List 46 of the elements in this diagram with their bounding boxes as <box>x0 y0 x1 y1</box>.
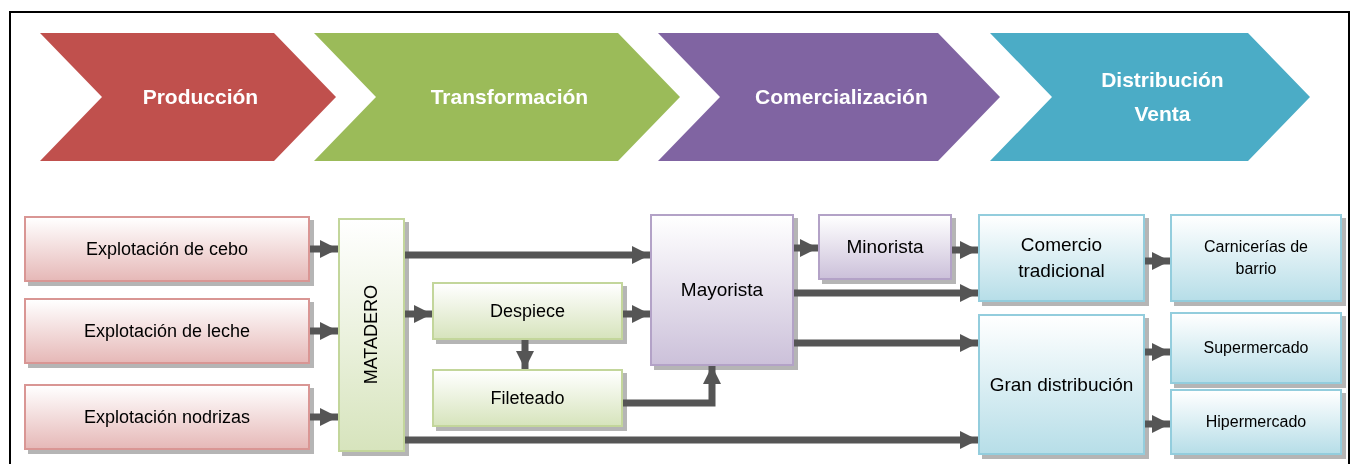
process-box <box>24 384 310 450</box>
arrow <box>794 238 818 258</box>
box-label: Gran distribución <box>988 372 1135 397</box>
box-label: Explotación de leche <box>82 319 252 343</box>
arrow <box>405 430 978 450</box>
process-box <box>24 216 310 282</box>
box-label: Explotación de cebo <box>84 237 250 261</box>
box-label: Fileteado <box>489 386 566 410</box>
box-label: Comercio tradicional <box>1017 233 1106 283</box>
arrow <box>310 321 338 341</box>
process-box <box>978 314 1145 455</box>
process-box <box>1170 312 1342 384</box>
process-box <box>338 218 405 452</box>
arrow <box>623 304 650 324</box>
box-label: Hipermercado <box>1204 412 1308 433</box>
process-box <box>432 369 623 427</box>
arrow <box>1145 342 1170 362</box>
process-box <box>24 298 310 364</box>
arrow <box>405 304 432 324</box>
box-label: Despiece <box>488 299 566 323</box>
arrow <box>310 239 338 259</box>
box-label: Explotación nodrizas <box>82 405 252 429</box>
arrow <box>1145 414 1170 434</box>
arrow <box>794 283 978 303</box>
process-box <box>1170 389 1342 455</box>
process-box <box>432 282 623 340</box>
arrow <box>1145 251 1170 271</box>
process-box <box>1170 214 1342 302</box>
arrow <box>405 245 650 265</box>
stage-label: Distribución Venta <box>1100 67 1225 127</box>
arrow <box>623 366 722 407</box>
stage-label: Transformación <box>430 84 589 111</box>
box-label: Mayorista <box>679 278 765 303</box>
arrow <box>952 240 978 260</box>
box-label: MATADERO <box>360 285 383 385</box>
arrow <box>515 340 535 369</box>
stage-label: Producción <box>142 84 259 111</box>
process-box <box>650 214 794 366</box>
stage-label: Comercialización <box>755 84 928 111</box>
box-label: Supermercado <box>1202 338 1310 359</box>
arrow <box>794 333 978 353</box>
box-label: Minorista <box>845 235 925 260</box>
process-box <box>818 214 952 280</box>
process-box <box>978 214 1145 302</box>
arrow <box>310 407 338 427</box>
box-label: Carnicerías de barrio <box>1202 237 1309 279</box>
